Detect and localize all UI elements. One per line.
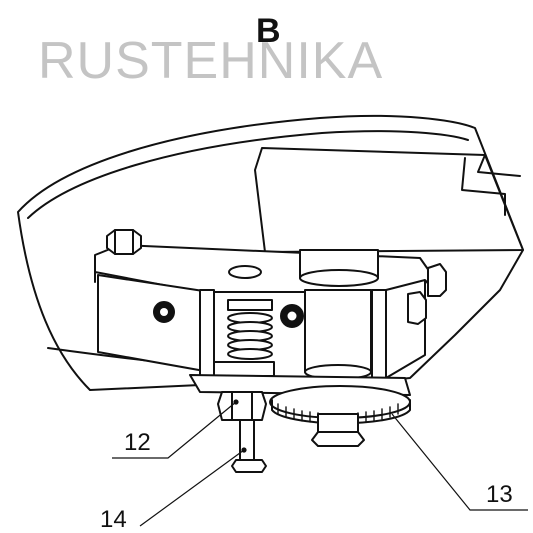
spring-washer	[213, 361, 275, 377]
threaded-rod	[239, 419, 255, 461]
callout-13-leader	[391, 413, 528, 511]
post-left	[199, 289, 215, 379]
spring	[227, 312, 273, 360]
callout-12-label: 12	[124, 429, 151, 456]
gear-hub	[317, 413, 359, 433]
callout-14-label: 14	[100, 506, 127, 533]
right-side-bolt	[407, 291, 427, 325]
lower-nut	[231, 459, 267, 473]
right-side-nut	[427, 263, 447, 297]
top-bracket	[254, 147, 524, 253]
housing-inner-edge	[27, 130, 469, 219]
top-bracket-fold	[477, 154, 521, 177]
callout-13-label: 13	[486, 481, 513, 508]
corner-bolt	[106, 229, 142, 255]
view-label: B	[256, 12, 281, 50]
plate-hole	[228, 265, 262, 279]
callout-12-leader	[112, 401, 237, 459]
callout-14-leader	[139, 449, 245, 527]
spring-cap	[227, 299, 273, 311]
upper-nut	[217, 391, 267, 421]
post-right	[371, 289, 387, 379]
top-bracket-lip	[461, 157, 506, 216]
gear-nut	[311, 431, 365, 447]
main-cylinder	[304, 289, 372, 373]
watermark-text: RUSTEHNIKA	[38, 32, 383, 90]
